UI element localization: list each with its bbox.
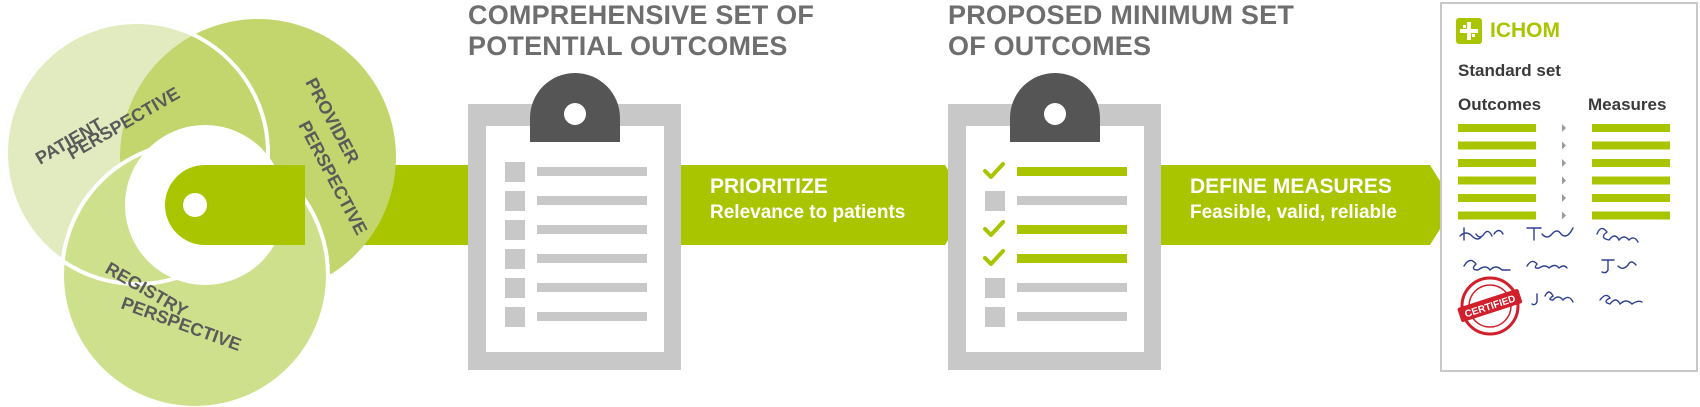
venn-pill-extension bbox=[245, 165, 305, 245]
outcomes-column-label: Outcomes bbox=[1458, 95, 1542, 114]
prioritize-label: PRIORITIZE Relevance to patients bbox=[710, 174, 905, 226]
signature-5 bbox=[1526, 260, 1568, 269]
perspective-labels: PATIENT PERSPECTIVE PROVIDER PERSPECTIVE… bbox=[32, 74, 371, 354]
outcome-bar-4 bbox=[1458, 176, 1536, 185]
define-measures-subtitle: Feasible, valid, reliable bbox=[1190, 202, 1397, 223]
checklist-1-line-6 bbox=[537, 312, 647, 321]
outcome-bar-3 bbox=[1458, 159, 1536, 167]
checklist-1-line-2 bbox=[537, 196, 647, 205]
outcome-bar-1 bbox=[1458, 124, 1536, 132]
checklist-2-line-1 bbox=[1017, 167, 1127, 176]
measure-bar-3 bbox=[1592, 159, 1670, 167]
card-bars bbox=[1458, 124, 1670, 220]
ichom-logo-icon bbox=[1456, 18, 1482, 44]
signature-6 bbox=[1601, 259, 1637, 274]
checklist-2-line-2 bbox=[1017, 196, 1127, 205]
checklist-1-box-6 bbox=[505, 307, 525, 327]
clipboard-2-clip-hole bbox=[1044, 103, 1066, 125]
measure-bar-6 bbox=[1592, 211, 1670, 220]
signature-2 bbox=[1526, 227, 1574, 241]
checklist-1-line-5 bbox=[537, 283, 647, 292]
checklist-2-box-6 bbox=[985, 307, 1005, 327]
clipboard-2 bbox=[948, 73, 1161, 370]
define-measures-title: DEFINE MEASURES bbox=[1190, 175, 1392, 198]
measure-bar-4 bbox=[1592, 176, 1670, 185]
bar-arrow-6 bbox=[1562, 211, 1566, 220]
bar-arrow-5 bbox=[1562, 194, 1566, 202]
stamp-banner bbox=[1457, 289, 1523, 323]
card-graphics: CERTIFIED bbox=[1457, 124, 1670, 336]
checklist-2-line-3 bbox=[1017, 225, 1127, 234]
measure-bar-2 bbox=[1592, 141, 1670, 150]
perspectives-venn bbox=[4, 19, 396, 407]
measures-column-label: Measures bbox=[1588, 95, 1667, 114]
signature-4 bbox=[1463, 259, 1511, 272]
checklist-2-check-4 bbox=[983, 249, 1005, 266]
clipboard-1-clip-hole bbox=[564, 103, 586, 125]
checklist-2-check-1 bbox=[983, 162, 1005, 179]
checklist-2-check-3 bbox=[983, 220, 1005, 237]
prioritize-arrow bbox=[680, 165, 970, 245]
prioritize-title: PRIORITIZE bbox=[710, 175, 828, 198]
define-measures-label: DEFINE MEASURES Feasible, valid, reliabl… bbox=[1190, 174, 1397, 226]
checklist-1-box-1 bbox=[505, 162, 525, 182]
measure-bar-5 bbox=[1592, 194, 1670, 202]
checklist-2 bbox=[983, 162, 1127, 327]
checklist-1-box-5 bbox=[505, 278, 525, 298]
outcome-bar-2 bbox=[1458, 141, 1536, 150]
standard-set-title: Standard set bbox=[1458, 61, 1561, 80]
signature-1 bbox=[1459, 227, 1504, 241]
signature-8 bbox=[1599, 294, 1643, 306]
outcome-bar-6 bbox=[1458, 211, 1536, 220]
prioritize-subtitle: Relevance to patients bbox=[710, 202, 906, 223]
checklist-2-line-5 bbox=[1017, 283, 1127, 292]
checklist-1-box-3 bbox=[505, 220, 525, 240]
define-measures-arrow bbox=[1160, 165, 1455, 245]
checklist-2-line-6 bbox=[1017, 312, 1127, 321]
ichom-standard-set-card: ICHOM Standard set Outcomes Measures bbox=[1440, 2, 1698, 372]
bar-arrow-4 bbox=[1562, 176, 1566, 185]
venn-dot bbox=[183, 193, 207, 217]
checklist-1-box-2 bbox=[505, 191, 525, 211]
checklist-1-box-4 bbox=[505, 249, 525, 269]
step1-heading-line1: COMPREHENSIVE SET OF bbox=[468, 0, 815, 30]
signature-3 bbox=[1596, 227, 1639, 243]
checklist-2-line-4 bbox=[1017, 254, 1127, 263]
checklist-1-line-1 bbox=[537, 167, 647, 176]
checklist-1-line-4 bbox=[537, 254, 647, 263]
step1-heading: COMPREHENSIVE SET OF POTENTIAL OUTCOMES bbox=[468, 0, 814, 62]
measure-bar-1 bbox=[1592, 124, 1670, 132]
checklist-1-line-3 bbox=[537, 225, 647, 234]
patient-circle-outline bbox=[4, 20, 270, 286]
checklist-1 bbox=[505, 162, 647, 327]
bar-arrow-2 bbox=[1562, 141, 1566, 150]
signatures bbox=[1459, 227, 1643, 306]
checklist-2-box-2 bbox=[985, 191, 1005, 211]
step2-heading-line2: OF OUTCOMES bbox=[948, 31, 1152, 61]
step2-heading-line1: PROPOSED MINIMUM SET bbox=[948, 0, 1295, 30]
signature-7 bbox=[1531, 291, 1574, 306]
clipboard-1 bbox=[468, 73, 681, 370]
bar-arrow-1 bbox=[1562, 124, 1566, 132]
outcome-bar-5 bbox=[1458, 194, 1536, 202]
ichom-logo-glyph bbox=[1460, 22, 1478, 40]
step1-heading-line2: POTENTIAL OUTCOMES bbox=[468, 31, 788, 61]
checklist-2-box-5 bbox=[985, 278, 1005, 298]
ichom-brand: ICHOM bbox=[1490, 19, 1560, 42]
certified-stamp: CERTIFIED bbox=[1457, 276, 1523, 336]
bar-arrow-3 bbox=[1562, 159, 1566, 167]
step2-heading: PROPOSED MINIMUM SET OF OUTCOMES bbox=[948, 0, 1294, 62]
